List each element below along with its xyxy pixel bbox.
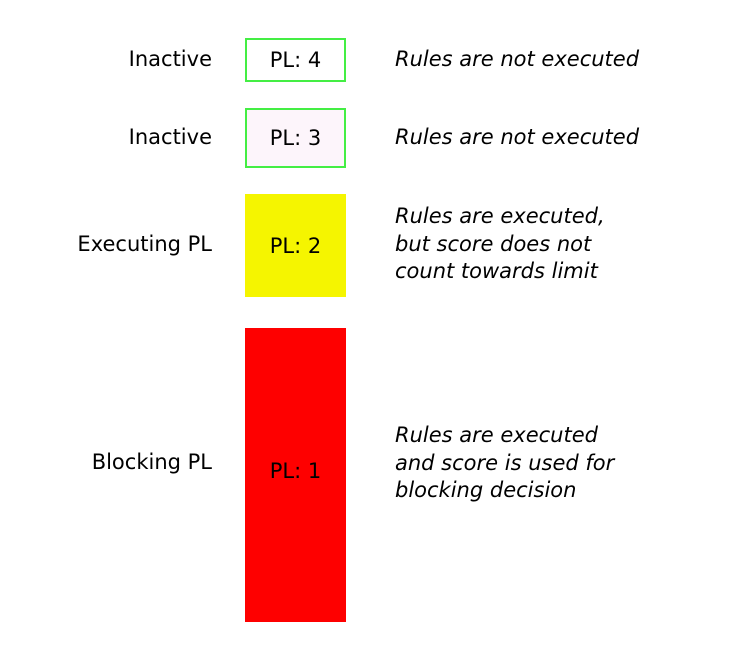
state-label-pl4: Inactive <box>128 47 212 71</box>
diagram-row-pl4: Inactive PL: 4 Rules are not executed <box>0 38 743 82</box>
state-label-pl2: Executing PL <box>77 232 212 256</box>
description-pl1: Rules are executed and score is used for… <box>395 422 735 505</box>
description-line: Rules are executed, <box>395 204 605 228</box>
diagram-row-pl2: Executing PL PL: 2 Rules are executed, b… <box>0 194 743 297</box>
state-label-pl3: Inactive <box>128 125 212 149</box>
description-line: Rules are executed <box>395 423 598 447</box>
description-line: Rules are not executed <box>395 47 640 71</box>
pl-box-label-pl3: PL: 3 <box>269 126 322 150</box>
diagram-row-pl1: Blocking PL PL: 1 Rules are executed and… <box>0 328 743 622</box>
description-line: but score does not <box>395 231 592 256</box>
description-pl4: Rules are not executed <box>395 46 735 74</box>
pl-box-label-pl4: PL: 4 <box>269 48 322 72</box>
description-pl2: Rules are executed, but score does not c… <box>395 203 735 286</box>
pl-box-pl4: PL: 4 <box>245 38 346 82</box>
pl-box-label-pl1: PL: 1 <box>269 459 322 483</box>
description-line: and score is used for <box>395 450 615 475</box>
description-line: count towards limit <box>395 259 598 284</box>
pl-box-label-pl2: PL: 2 <box>269 233 322 258</box>
pl-box-pl3: PL: 3 <box>245 108 346 168</box>
description-line: blocking decision <box>395 478 577 503</box>
description-line: Rules are not executed <box>395 125 640 149</box>
description-pl3: Rules are not executed <box>395 124 735 152</box>
pl-box-pl2: PL: 2 <box>245 194 346 297</box>
pl-box-pl1: PL: 1 <box>245 328 346 622</box>
state-label-pl1: Blocking PL <box>91 450 212 474</box>
diagram-row-pl3: Inactive PL: 3 Rules are not executed <box>0 108 743 168</box>
